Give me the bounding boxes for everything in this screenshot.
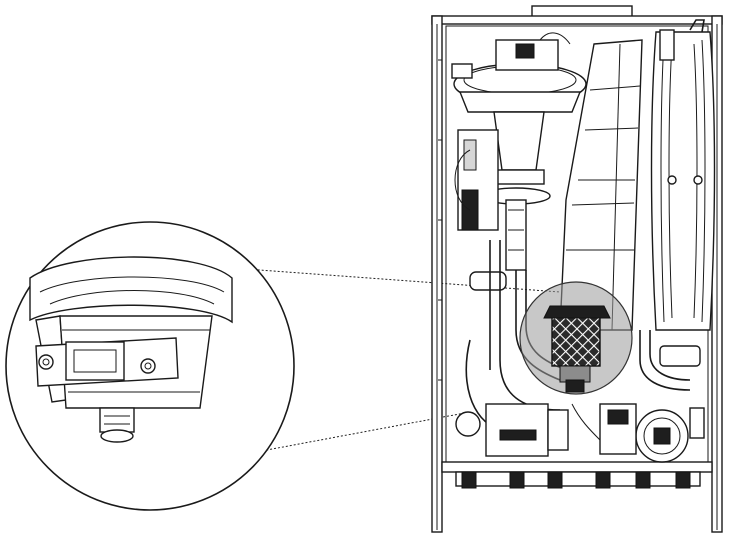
- control-panel: [454, 129, 507, 291]
- top-rail: [431, 15, 723, 25]
- inset-trap-window: [65, 341, 125, 381]
- pipe-connections: [461, 471, 691, 489]
- bottom-plate: [441, 461, 713, 473]
- heat-exchanger: [650, 19, 716, 331]
- diverter-valve: [485, 403, 549, 457]
- burner-venturi: [481, 111, 551, 271]
- condensate-trap-highlight: [519, 281, 633, 395]
- pump-and-valves: [455, 403, 705, 463]
- boiler-casing: [431, 5, 723, 533]
- inset-trap-top: [29, 256, 233, 324]
- fan-assembly: [451, 32, 587, 113]
- inset-outlet-spigot: [99, 407, 135, 433]
- exchanger-top-fitting: [659, 29, 675, 61]
- connection-bar: [455, 471, 701, 487]
- magnified-inset: [5, 221, 295, 511]
- condensate-trap: [551, 315, 601, 367]
